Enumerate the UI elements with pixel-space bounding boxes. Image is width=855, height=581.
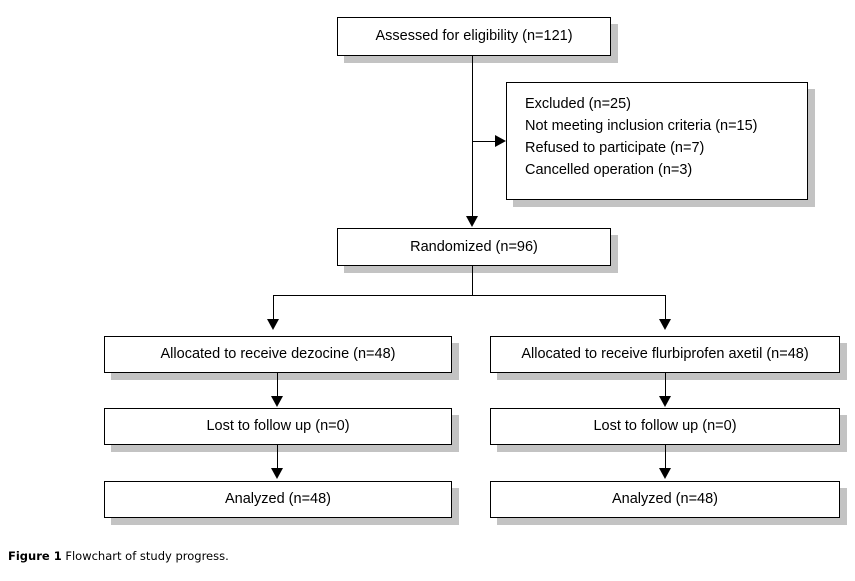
analyzed-left-label: Analyzed (n=48)	[225, 491, 331, 508]
arrowhead-into-allocated-left	[267, 319, 279, 330]
node-analyzed-left: Analyzed (n=48)	[104, 481, 452, 518]
connector-assessed-to-excluded	[472, 141, 496, 142]
arrowhead-into-analyzed-right	[659, 468, 671, 479]
connector-lost-left-to-analyzed-left	[277, 445, 278, 469]
connector-allocated-right-to-lost-right	[665, 373, 666, 397]
excluded-line-total: Excluded (n=25)	[525, 95, 631, 112]
arrowhead-into-randomized	[466, 216, 478, 227]
node-assessed-for-eligibility: Assessed for eligibility (n=121)	[337, 17, 611, 56]
node-assessed-label: Assessed for eligibility (n=121)	[375, 28, 573, 45]
node-allocated-flurbiprofen-axetil: Allocated to receive flurbiprofen axetil…	[490, 336, 840, 373]
arrowhead-into-lost-left	[271, 396, 283, 407]
node-analyzed-right: Analyzed (n=48)	[490, 481, 840, 518]
figure-caption-label: Figure 1	[8, 549, 62, 563]
node-excluded: Excluded (n=25) Not meeting inclusion cr…	[506, 82, 808, 200]
connector-randomized-to-left-arm	[273, 295, 274, 320]
connector-allocated-left-to-lost-left	[277, 373, 278, 397]
node-randomized-label: Randomized (n=96)	[410, 238, 538, 255]
allocated-left-label: Allocated to receive dezocine (n=48)	[160, 346, 396, 363]
excluded-line-cancelled: Cancelled operation (n=3)	[525, 162, 693, 179]
node-lost-to-follow-up-left: Lost to follow up (n=0)	[104, 408, 452, 445]
node-lost-to-follow-up-right: Lost to follow up (n=0)	[490, 408, 840, 445]
node-randomized: Randomized (n=96)	[337, 228, 611, 266]
connector-lost-right-to-analyzed-right	[665, 445, 666, 469]
connector-randomized-to-right-arm	[665, 295, 666, 320]
lost-left-label: Lost to follow up (n=0)	[206, 418, 350, 435]
figure-caption: Figure 1 Flowchart of study progress.	[8, 549, 229, 563]
arrowhead-into-analyzed-left	[271, 468, 283, 479]
analyzed-right-label: Analyzed (n=48)	[612, 491, 718, 508]
arrowhead-into-lost-right	[659, 396, 671, 407]
arrowhead-into-allocated-right	[659, 319, 671, 330]
excluded-line-refused: Refused to participate (n=7)	[525, 139, 705, 156]
lost-right-label: Lost to follow up (n=0)	[593, 418, 737, 435]
allocated-right-label: Allocated to receive flurbiprofen axetil…	[521, 346, 809, 363]
connector-randomized-split-bar	[273, 295, 666, 296]
figure-caption-text: Flowchart of study progress.	[65, 549, 229, 563]
excluded-line-not-meeting-criteria: Not meeting inclusion criteria (n=15)	[525, 117, 758, 134]
connector-randomized-stem	[472, 266, 473, 296]
node-allocated-dezocine: Allocated to receive dezocine (n=48)	[104, 336, 452, 373]
connector-assessed-to-randomized	[472, 56, 473, 217]
arrowhead-into-excluded	[495, 135, 506, 147]
